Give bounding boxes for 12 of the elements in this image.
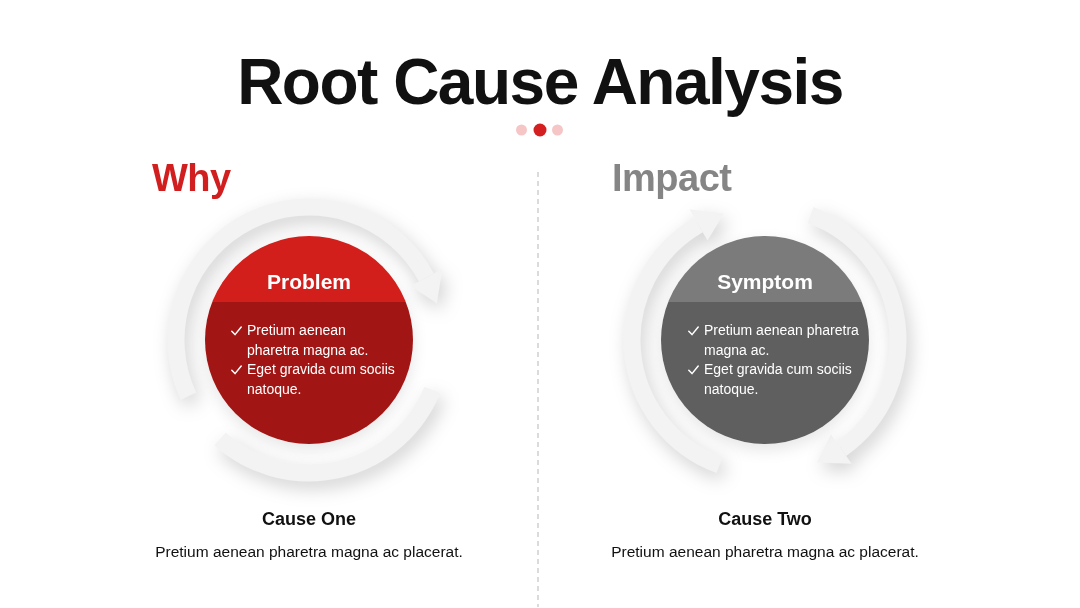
cause-description: Pretium aenean pharetra magna ac placerat. (155, 544, 463, 560)
bullet-text: Pretium aenean pharetra magna ac. (704, 321, 860, 360)
cause-heading: Cause One (262, 510, 356, 528)
column-heading: Why (152, 159, 231, 197)
cause-heading: Cause Two (718, 510, 812, 528)
cause-description: Pretium aenean pharetra magna ac placerat. (611, 544, 919, 560)
column-heading: Impact (612, 159, 732, 197)
circle-heading: Symptom (717, 271, 813, 292)
circle-heading: Problem (267, 271, 351, 292)
bullet-text: Pretium aenean pharetra magna ac. (247, 321, 370, 360)
bullet-text: Eget gravida cum sociis natoque. (247, 360, 396, 399)
bullet-text: Eget gravida cum sociis natoque. (704, 360, 853, 399)
